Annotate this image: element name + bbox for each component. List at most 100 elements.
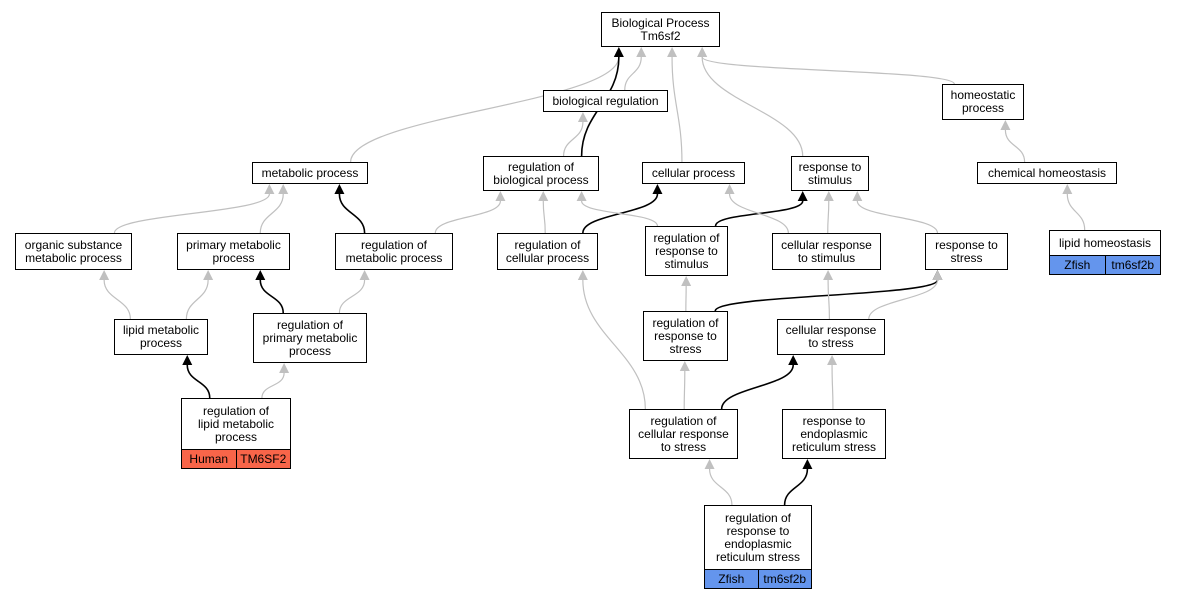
- edge-regulation-of-metabolic-process-to-regulation-of-biological-process: [434, 200, 501, 234]
- node-label: lipid homeostasis: [1058, 235, 1152, 250]
- edge-organic-substance-metabolic-process-to-metabolic-process: [113, 193, 270, 234]
- edge-regulation-of-cellular-response-to-stress-to-regulation-of-cellular-process: [582, 279, 646, 410]
- edge-arrowhead: [279, 363, 290, 373]
- node-metabolic-process[interactable]: metabolic process: [252, 162, 368, 184]
- edge-arrowhead: [932, 270, 943, 280]
- node-label: regulation of cellular response to stres…: [638, 413, 729, 454]
- node-label: organic substance metabolic process: [24, 237, 123, 265]
- edge-arrowhead: [1062, 184, 1073, 194]
- node-cellular-process[interactable]: cellular process: [642, 162, 745, 184]
- node-label: regulation of response to stimulus: [653, 230, 720, 271]
- node-label: metabolic process: [261, 165, 359, 180]
- node-root[interactable]: Biological Process Tm6sf2: [601, 12, 720, 47]
- edge-arrowhead: [255, 270, 266, 280]
- node-organic-substance-metabolic-process[interactable]: organic substance metabolic process: [15, 233, 132, 270]
- edge-regulation-of-cellular-process-to-regulation-of-biological-process: [542, 200, 546, 234]
- node-response-to-stimulus[interactable]: response to stimulus: [791, 156, 869, 191]
- edge-arrowhead: [359, 270, 370, 280]
- edge-arrowhead: [704, 459, 715, 469]
- edge-regulation-of-primary-metabolic-process-to-primary-metabolic-process: [259, 279, 285, 314]
- node-label: regulation of metabolic process: [345, 237, 443, 265]
- edge-cellular-response-to-stimulus-to-response-to-stimulus: [827, 200, 830, 234]
- node-label: chemical homeostasis: [987, 165, 1107, 180]
- node-cellular-response-to-stress[interactable]: cellular response to stress: [777, 319, 885, 355]
- node-label: response to stress: [935, 237, 998, 265]
- edge-arrowhead: [823, 270, 834, 280]
- edge-response-to-er-stress-to-cellular-response-to-stress: [831, 364, 834, 410]
- edge-regulation-of-lipid-metabolic-process-to-regulation-of-primary-metabolic-process: [261, 372, 285, 399]
- edge-arrowhead: [577, 270, 588, 280]
- edge-arrowhead: [182, 355, 193, 365]
- edge-regulation-of-lipid-metabolic-process-to-lipid-metabolic-process: [186, 364, 211, 399]
- edge-primary-metabolic-process-to-metabolic-process: [259, 193, 284, 234]
- node-label: regulation of primary metabolic process: [262, 317, 358, 358]
- edge-arrowhead: [334, 184, 345, 194]
- node-regulation-of-cellular-response-to-stress[interactable]: regulation of cellular response to stres…: [629, 409, 738, 459]
- species-tag: Zfish: [1050, 256, 1105, 274]
- edge-regulation-of-cellular-response-to-stress-to-cellular-response-to-stress: [720, 364, 794, 410]
- edge-arrowhead: [802, 459, 813, 469]
- edge-arrowhead: [679, 361, 690, 371]
- edge-arrowhead: [827, 355, 838, 365]
- edge-cellular-process-to-root: [671, 56, 683, 163]
- edge-arrowhead: [1000, 120, 1011, 130]
- gene-tag: TM6SF2: [235, 450, 290, 468]
- node-label: homeostatic process: [950, 88, 1016, 115]
- node-biological-regulation[interactable]: biological regulation: [543, 90, 668, 112]
- edge-lipid-metabolic-process-to-primary-metabolic-process: [185, 279, 209, 320]
- edge-arrowhead: [278, 184, 289, 194]
- edge-regulation-of-biological-process-to-biological-regulation: [562, 121, 584, 157]
- edge-arrowhead: [797, 191, 808, 201]
- node-label: regulation of lipid metabolic process: [197, 403, 275, 444]
- edge-arrowhead: [724, 184, 735, 194]
- node-regulation-of-metabolic-process[interactable]: regulation of metabolic process: [335, 233, 453, 270]
- species-tag: Human: [182, 450, 236, 468]
- node-regulation-of-response-to-stress[interactable]: regulation of response to stress: [643, 311, 728, 361]
- gene-tag: tm6sf2b: [757, 570, 811, 588]
- edge-arrowhead: [652, 184, 663, 194]
- edge-response-to-stimulus-to-root: [701, 56, 804, 157]
- edge-lipid-metabolic-process-to-organic-substance-metabolic-process: [103, 279, 131, 320]
- edge-arrowhead: [203, 270, 214, 280]
- edge-response-to-stress-to-response-to-stimulus: [856, 200, 939, 234]
- edge-arrowhead: [823, 191, 834, 201]
- node-regulation-of-response-to-er-stress[interactable]: regulation of response to endoplasmic re…: [704, 505, 812, 589]
- edge-arrowhead: [538, 191, 549, 201]
- edge-cellular-response-to-stress-to-response-to-stress: [868, 279, 939, 320]
- edge-arrowhead: [681, 276, 692, 286]
- edge-arrowhead: [788, 355, 799, 365]
- node-regulation-of-cellular-process[interactable]: regulation of cellular process: [497, 233, 598, 270]
- edge-arrowhead: [852, 191, 863, 201]
- edge-regulation-of-response-to-stimulus-to-regulation-of-biological-process: [581, 200, 659, 227]
- node-regulation-of-response-to-stimulus[interactable]: regulation of response to stimulus: [645, 226, 728, 276]
- node-label: biological regulation: [552, 93, 659, 108]
- edge-arrowhead: [577, 112, 588, 122]
- node-homeostatic-process[interactable]: homeostatic process: [942, 84, 1024, 120]
- node-response-to-er-stress[interactable]: response to endoplasmic reticulum stress: [782, 409, 886, 459]
- node-label: cellular response to stress: [785, 323, 877, 350]
- edge-arrowhead: [495, 191, 506, 201]
- node-lipid-metabolic-process[interactable]: lipid metabolic process: [114, 319, 208, 355]
- edge-biological-regulation-to-root: [624, 56, 642, 91]
- edge-regulation-of-response-to-stress-to-response-to-stress: [714, 279, 939, 312]
- node-label: lipid metabolic process: [122, 323, 200, 350]
- node-primary-metabolic-process[interactable]: primary metabolic process: [177, 233, 290, 270]
- node-chemical-homeostasis[interactable]: chemical homeostasis: [977, 162, 1117, 184]
- edge-arrowhead: [576, 191, 587, 201]
- edge-arrowhead: [636, 47, 647, 57]
- node-response-to-stress[interactable]: response to stress: [925, 233, 1008, 270]
- node-regulation-of-biological-process[interactable]: regulation of biological process: [483, 156, 599, 191]
- node-label: regulation of biological process: [493, 159, 589, 187]
- node-regulation-of-primary-metabolic-process[interactable]: regulation of primary metabolic process: [253, 313, 367, 363]
- edge-regulation-of-primary-metabolic-process-to-regulation-of-metabolic-process: [338, 279, 366, 314]
- edge-lipid-homeostasis-to-chemical-homeostasis: [1066, 193, 1086, 231]
- node-label: regulation of cellular process: [505, 237, 590, 265]
- edge-arrowhead: [99, 270, 110, 280]
- node-cellular-response-to-stimulus[interactable]: cellular response to stimulus: [772, 233, 881, 270]
- node-label: response to stimulus: [798, 159, 862, 187]
